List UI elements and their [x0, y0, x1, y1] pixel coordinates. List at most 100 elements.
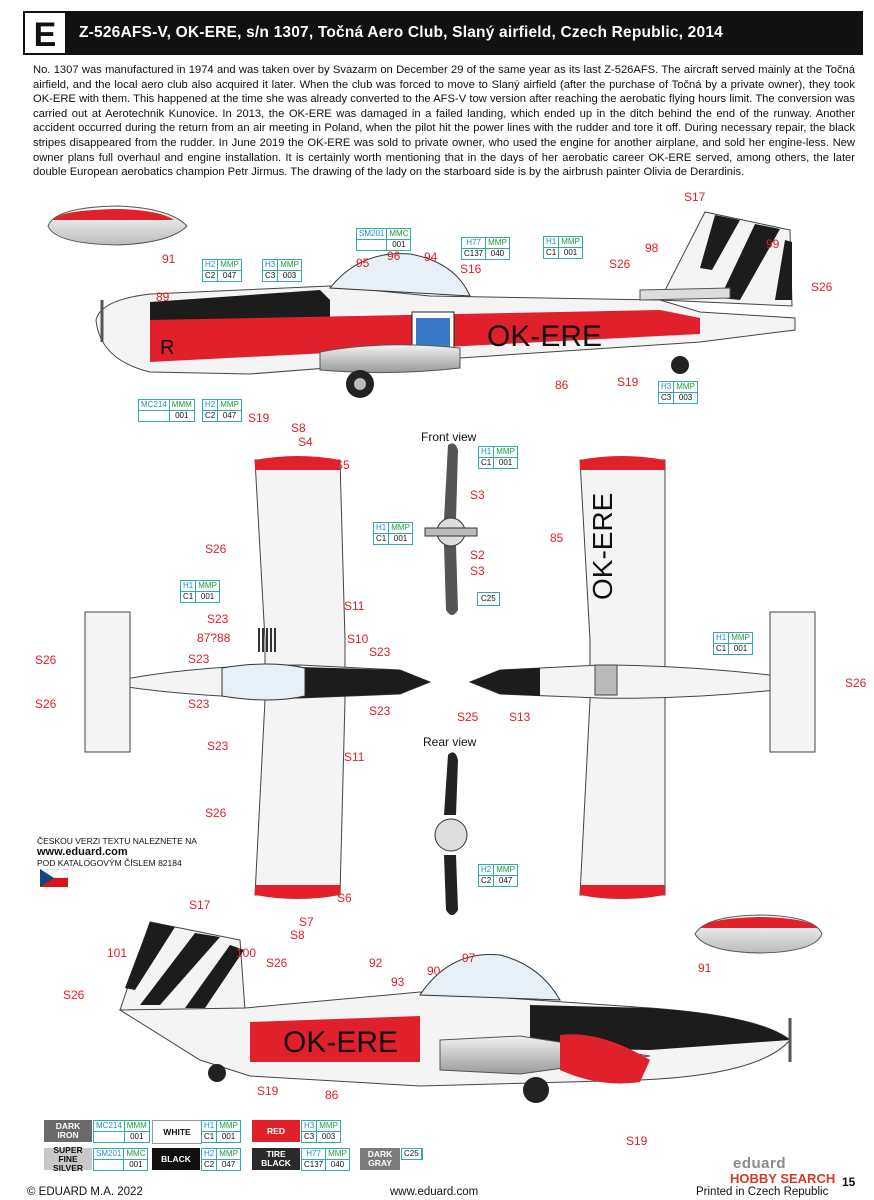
registration-starboard: OK-ERE: [283, 1026, 398, 1059]
fuselage-letter: R: [160, 337, 174, 359]
callout-92: 92: [369, 956, 383, 970]
callout-s26: S26: [35, 697, 57, 711]
wingtip-tank-left: [47, 205, 188, 246]
callout-101: 101: [107, 946, 128, 960]
callout-s23: S23: [207, 612, 229, 626]
callout-s5: S5: [335, 458, 350, 472]
legend-swatch: SUPER FINE SILVER: [44, 1145, 92, 1172]
callout-s26: S26: [63, 988, 85, 1002]
callout-s26: S26: [811, 280, 833, 294]
bottom-view: [468, 456, 816, 899]
callout-s23: S23: [188, 697, 210, 711]
callout-s11: S11: [344, 599, 365, 613]
registration-port: OK-ERE: [487, 320, 602, 353]
callout-s19: S19: [617, 375, 639, 389]
callout-90: 90: [427, 964, 441, 978]
rear-view-title: Rear view: [423, 735, 477, 749]
footer-website[interactable]: www.eduard.com: [390, 1186, 479, 1198]
callout-91: 91: [162, 252, 176, 266]
starboard-side-profile: [118, 921, 792, 1103]
callout-97: 97: [462, 951, 476, 965]
callout-s17: S17: [189, 898, 211, 912]
page-number: 15: [842, 1175, 856, 1189]
paint-code-box: C25: [477, 592, 500, 606]
callout-s13: S13: [509, 710, 531, 724]
callout-s7: S7: [299, 915, 314, 929]
printed-in: Printed in Czech Republic: [696, 1186, 829, 1198]
callout-99: 99: [766, 237, 780, 251]
callout-s19: S19: [257, 1084, 279, 1098]
front-view-title: Front view: [421, 430, 477, 444]
eduard-logo: eduard: [733, 1155, 787, 1172]
callout-86: 86: [555, 378, 569, 392]
callout-s26: S26: [35, 653, 57, 667]
propeller-front: [424, 443, 478, 615]
callout-96: 96: [387, 249, 401, 263]
wingtip-tank-right: [694, 914, 823, 954]
legend-swatch: BLACK: [152, 1148, 200, 1170]
callout-s26: S26: [266, 956, 288, 970]
callout-s26: S26: [609, 257, 631, 271]
profile-title: Z-526AFS-V, OK-ERE, s/n 1307, Točná Aero…: [79, 24, 723, 41]
callout-s2: S2: [470, 548, 485, 562]
callout-s8: S8: [291, 421, 306, 435]
callout-100: 100: [236, 946, 257, 960]
callout-s3: S3: [470, 488, 485, 502]
callout-95: 95: [356, 256, 370, 270]
callout-87-88: 87?88: [197, 631, 231, 645]
profile-letter: E: [23, 11, 67, 55]
callout-s26: S26: [205, 806, 227, 820]
history-text: No. 1307 was manufactured in 1974 and wa…: [33, 64, 855, 179]
callout-s4: S4: [298, 435, 313, 449]
legend-swatch: RED: [252, 1120, 300, 1142]
port-side-profile: [95, 211, 796, 398]
callout-91: 91: [698, 961, 712, 975]
czech-flag-icon: [40, 869, 68, 887]
callout-89: 89: [156, 290, 170, 304]
czech-version-note: ČESKOU VERZI TEXTU NALEZNETE NA www.edua…: [37, 836, 197, 868]
callout-s10: S10: [347, 632, 369, 646]
legend-swatch: TIRE BLACK: [252, 1148, 300, 1170]
registration-bottom: OK-ERE: [587, 493, 618, 600]
callout-s25: S25: [457, 710, 479, 724]
czech-note-url[interactable]: www.eduard.com: [37, 846, 128, 858]
top-view: [84, 456, 432, 899]
callout-s16: S16: [460, 262, 482, 276]
callout-s26: S26: [205, 542, 227, 556]
legend-paint-code: C25: [401, 1148, 423, 1160]
callout-94: 94: [424, 250, 438, 264]
callout-s8: S8: [290, 928, 305, 942]
callout-s23: S23: [207, 739, 229, 753]
legend-swatch: WHITE: [152, 1120, 202, 1144]
callout-s23: S23: [369, 704, 391, 718]
propeller-rear: [434, 752, 468, 915]
callout-s23: S23: [188, 652, 210, 666]
legend-swatch: DARK GRAY: [360, 1148, 400, 1170]
callout-86: 86: [325, 1088, 339, 1102]
callout-s6: S6: [337, 891, 352, 905]
callout-93: 93: [391, 975, 405, 989]
callout-85: 85: [550, 531, 564, 545]
copyright: © EDUARD M.A. 2022: [27, 1186, 143, 1198]
callout-s26: S26: [845, 676, 867, 690]
callout-s23: S23: [369, 645, 391, 659]
callout-s19: S19: [248, 411, 270, 425]
